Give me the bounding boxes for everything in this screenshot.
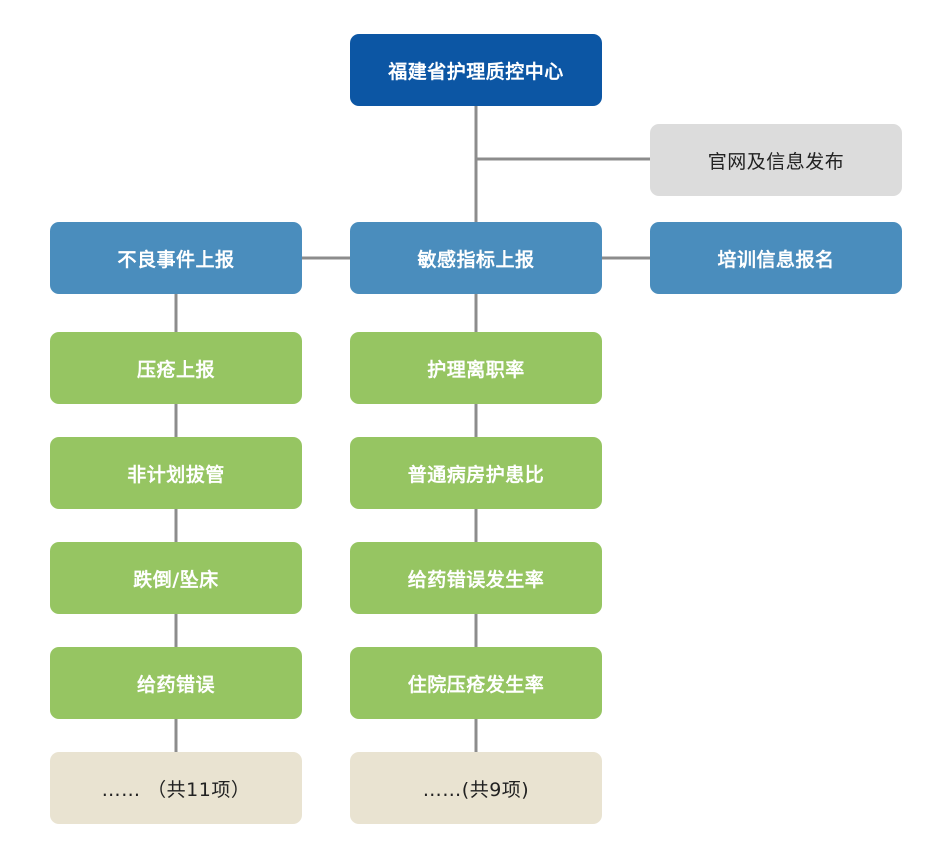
adverse-event-node[interactable]: 不良事件上报 (50, 222, 302, 294)
sensitive-item-label: 护理离职率 (427, 358, 525, 381)
sensitive-item-node[interactable]: 护理离职率 (350, 332, 602, 404)
adverse-more-label: …… （共11项） (101, 778, 251, 801)
adverse-item-label: 压疮上报 (136, 358, 215, 381)
sensitive-item-node[interactable]: 普通病房护患比 (350, 437, 602, 509)
sensitive-more-label: ……(共9项) (422, 778, 530, 801)
root-node[interactable]: 福建省护理质控中心 (350, 34, 602, 106)
adverse-event-label: 不良事件上报 (117, 248, 235, 271)
publish-node[interactable]: 官网及信息发布 (650, 124, 902, 196)
sensitive-item-label: 给药错误发生率 (407, 568, 545, 591)
sensitive-indicator-node[interactable]: 敏感指标上报 (350, 222, 602, 294)
adverse-item-node[interactable]: 压疮上报 (50, 332, 302, 404)
adverse-item-label: 非计划拔管 (127, 463, 225, 486)
adverse-item-node[interactable]: 非计划拔管 (50, 437, 302, 509)
training-signup-node[interactable]: 培训信息报名 (650, 222, 902, 294)
adverse-item-label: 给药错误 (136, 673, 215, 696)
training-signup-label: 培训信息报名 (717, 248, 835, 271)
sensitive-indicator-label: 敏感指标上报 (417, 248, 535, 271)
sensitive-item-node[interactable]: 给药错误发生率 (350, 542, 602, 614)
adverse-item-node[interactable]: 给药错误 (50, 647, 302, 719)
sensitive-more-node[interactable]: ……(共9项) (350, 752, 602, 824)
sensitive-item-label: 普通病房护患比 (407, 463, 545, 486)
adverse-item-label: 跌倒/坠床 (133, 568, 219, 591)
sensitive-item-label: 住院压疮发生率 (407, 673, 545, 696)
adverse-more-node[interactable]: …… （共11项） (50, 752, 302, 824)
sensitive-item-node[interactable]: 住院压疮发生率 (350, 647, 602, 719)
adverse-item-node[interactable]: 跌倒/坠床 (50, 542, 302, 614)
publish-node-label: 官网及信息发布 (707, 150, 845, 173)
root-node-label: 福建省护理质控中心 (388, 60, 564, 83)
